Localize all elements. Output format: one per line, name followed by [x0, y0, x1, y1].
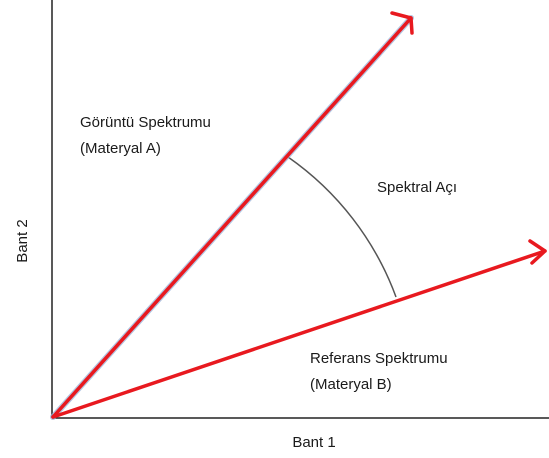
vector-b-label-line2: (Materyal B)	[310, 376, 392, 393]
vector-a-label-line2: (Materyal A)	[80, 140, 161, 157]
spectral-angle-label: Spektral Açı	[377, 179, 457, 196]
spectral-angle-arc	[287, 156, 397, 298]
vector-a-shaft	[51, 16, 413, 419]
y-axis-label: Bant 2	[14, 219, 31, 262]
vector-b-label-line1: Referans Spektrumu	[310, 350, 448, 367]
vector-a-arrowhead	[390, 11, 414, 35]
vector-b-arrowhead	[528, 239, 547, 265]
vector-b-shaft	[51, 249, 547, 419]
x-axis-label: Bant 1	[292, 434, 335, 451]
vector-a-label-line1: Görüntü Spektrumu	[80, 114, 211, 131]
vector-b-arrow	[51, 239, 547, 419]
vector-a-arrow	[50, 11, 414, 420]
